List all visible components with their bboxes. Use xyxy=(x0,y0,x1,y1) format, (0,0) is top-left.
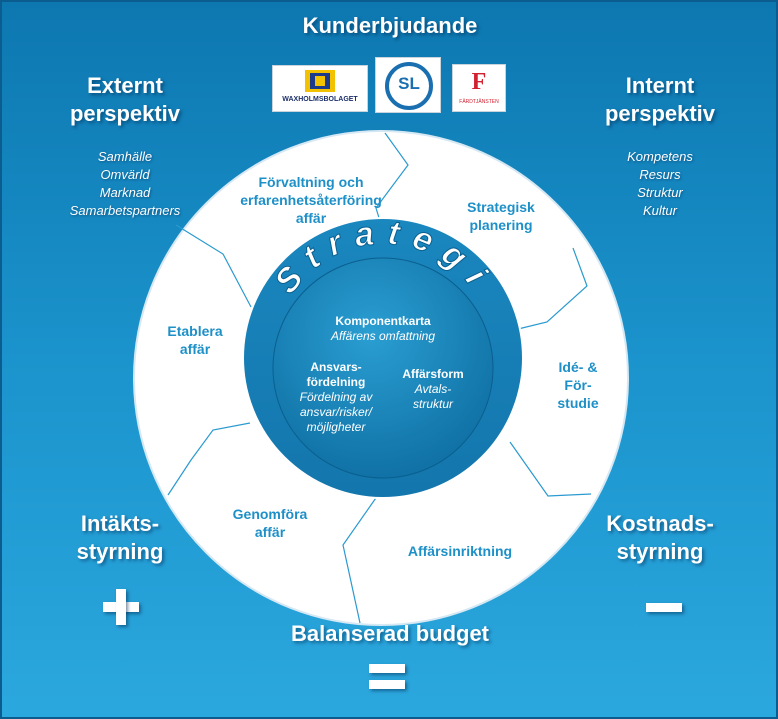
segment-line: Strategisk xyxy=(467,199,535,215)
chevron-right xyxy=(513,247,588,331)
affarsform-sub: Avtals- xyxy=(414,382,452,396)
internt-item: Resurs xyxy=(639,167,681,182)
internt-item: Kultur xyxy=(643,203,677,218)
kostnads-line1: Kostnads- xyxy=(606,511,714,536)
externt-line1: Externt xyxy=(87,73,163,98)
title-kunderbjudande: Kunderbjudande xyxy=(302,13,478,38)
komponentkarta-sub: Affärens omfattning xyxy=(330,329,436,343)
affarsform-sub: struktur xyxy=(412,397,453,411)
externt-item: Omvärld xyxy=(100,167,150,182)
chevron-bottom-right xyxy=(509,441,592,497)
internt-item: Kompetens xyxy=(627,149,693,164)
segment-strategisk-planering: Strategisk planering xyxy=(446,198,556,234)
logo-fardtjansten: F FÄRDTJÄNSTEN xyxy=(452,64,506,112)
segment-line: För- xyxy=(564,377,592,393)
kostnads-line2: styrning xyxy=(616,539,704,564)
heading-kostnadsstyrning: Kostnads- styrning xyxy=(585,510,735,566)
center-ansvarsfordelning: Ansvars- fördelning Fördelning av ansvar… xyxy=(286,360,386,435)
intakts-line2: styrning xyxy=(76,539,164,564)
segment-etablera-affar: Etablera affär xyxy=(145,322,245,358)
externt-line2: perspektiv xyxy=(69,101,181,126)
f-logo-caption: FÄRDTJÄNSTEN xyxy=(459,99,499,105)
internt-items: Kompetens Resurs Struktur Kultur xyxy=(585,148,735,220)
segment-forvaltning: Förvaltning och erfarenhetsåterföring af… xyxy=(218,173,404,227)
externt-item: Marknad xyxy=(99,185,151,200)
segment-line: affär xyxy=(295,210,327,226)
heading-externt-perspektiv: Externt perspektiv xyxy=(40,72,210,128)
center-komponentkarta: Komponentkarta Affärens omfattning xyxy=(308,314,458,344)
internt-line2: perspektiv xyxy=(604,101,716,126)
center-affarsform: Affärsform Avtals- struktur xyxy=(388,367,478,412)
ansvar-title: fördelning xyxy=(306,375,366,389)
f-logo-letter: F xyxy=(471,69,487,95)
segment-line: affär xyxy=(179,341,211,357)
externt-items: Samhälle Omvärld Marknad Samarbetspartne… xyxy=(40,148,210,220)
segment-line: Etablera xyxy=(167,323,223,339)
waxholm-logo-text: WAXHOLMSBOLAGET xyxy=(282,96,358,103)
segment-line: planering xyxy=(469,217,533,233)
logo-waxholmsbolaget: WAXHOLMSBOLAGET xyxy=(272,65,368,112)
segment-line: affär xyxy=(254,524,286,540)
internt-item: Struktur xyxy=(637,185,683,200)
minus-icon xyxy=(646,603,682,612)
komponentkarta-title: Komponentkarta xyxy=(335,314,431,328)
externt-item: Samhälle xyxy=(97,149,153,164)
chevron-bottom-left xyxy=(167,422,251,496)
chevron-left xyxy=(175,224,252,308)
intakts-line1: Intäkts- xyxy=(80,511,160,536)
title-balanserad-budget: Balanserad budget xyxy=(290,621,490,646)
segment-line: erfarenhetsåterföring xyxy=(240,192,382,208)
heading-internt-perspektiv: Internt perspektiv xyxy=(585,72,735,128)
heading-intaktsstyrning: Intäkts- styrning xyxy=(50,510,190,566)
outer-ring-edge xyxy=(133,130,629,626)
affarsform-title: Affärsform xyxy=(402,367,464,381)
segment-affarsinriktning: Affärsinriktning xyxy=(385,542,535,560)
sl-ring-icon xyxy=(385,62,433,110)
segment-line: Förvaltning och xyxy=(258,174,364,190)
logo-sl: SL xyxy=(375,57,441,113)
externt-item: Samarbetspartners xyxy=(69,203,181,218)
segment-line: Genomföra xyxy=(232,506,308,522)
ansvar-sub: möjligheter xyxy=(306,420,366,434)
ansvar-sub: ansvar/risker/ xyxy=(299,405,373,419)
waxholm-flag-icon xyxy=(305,70,335,92)
ring-chevrons xyxy=(167,132,592,624)
segment-genomfora-affar: Genomföra affär xyxy=(215,505,325,541)
ansvar-title: Ansvars- xyxy=(310,360,362,374)
sl-logo-text: SL xyxy=(398,74,420,93)
internt-line1: Internt xyxy=(625,73,695,98)
segment-line: Affärsinriktning xyxy=(407,543,513,559)
ansvar-sub: Fördelning av xyxy=(299,390,373,404)
segment-line: studie xyxy=(557,395,599,411)
segment-line: Idé- & xyxy=(558,359,598,375)
center-disc xyxy=(272,257,494,479)
segment-ide-forstudie: Idé- & För- studie xyxy=(538,358,618,412)
